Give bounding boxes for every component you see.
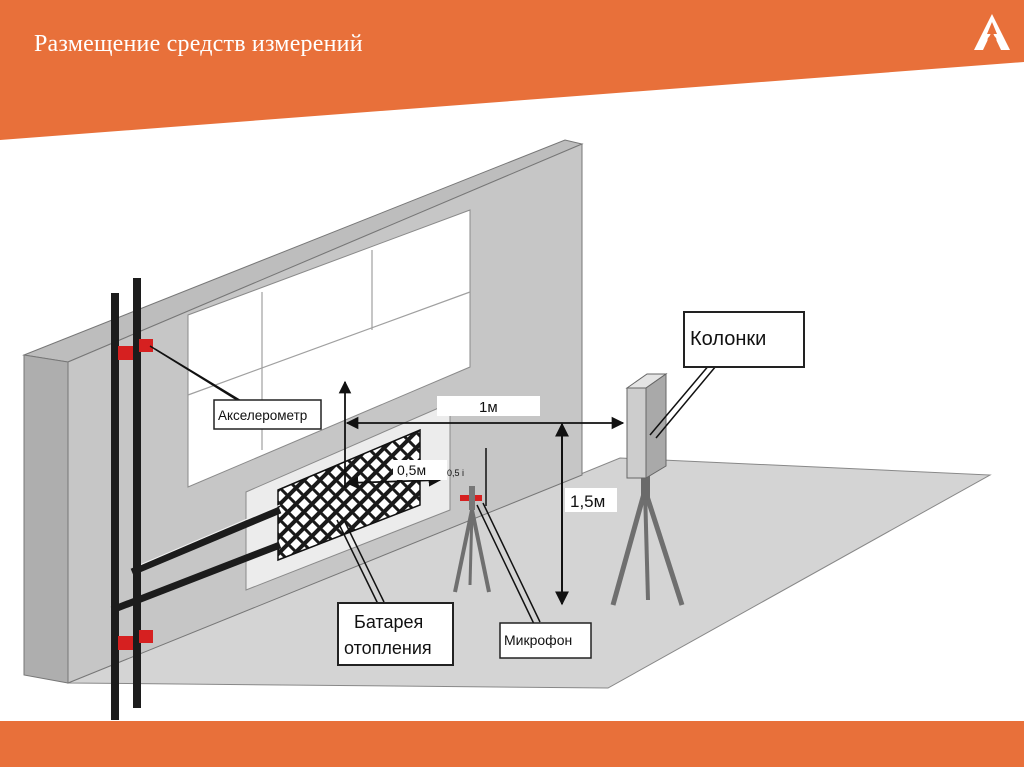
footer-bar	[0, 721, 1024, 767]
wall-side	[23, 354, 69, 684]
radiator	[277, 428, 421, 562]
accelerometer-label: Акселерометр	[218, 408, 307, 423]
speakers-label-box	[683, 311, 805, 368]
microphone-tripod	[453, 486, 491, 593]
dimension-05m-label: 0,5м	[397, 462, 426, 478]
battery-label-line1: Батарея	[354, 612, 423, 632]
battery-label-box	[337, 602, 454, 666]
faint-dimension-mark: 0,5 i	[447, 468, 464, 478]
microphone-label-box	[499, 622, 592, 659]
speaker-tripod	[610, 470, 685, 606]
speaker-box	[625, 373, 668, 479]
header-banner	[0, 0, 1024, 140]
accelerometer-label-box	[213, 399, 322, 430]
dimension-1m-label: 1м	[479, 399, 498, 416]
dimension-15m-label: 1,5м	[570, 492, 605, 511]
microphone-label: Микрофон	[504, 632, 572, 648]
battery-label-line2: отопления	[344, 638, 432, 658]
dimension-05m	[345, 474, 442, 489]
accelerometer-sensor-bottom	[118, 636, 133, 650]
accelerometer-sensor-top	[118, 346, 133, 360]
speakers-label: Колонки	[690, 328, 766, 350]
slide-title: Размещение средств измерений	[34, 31, 363, 57]
logo-icon	[974, 14, 1010, 50]
